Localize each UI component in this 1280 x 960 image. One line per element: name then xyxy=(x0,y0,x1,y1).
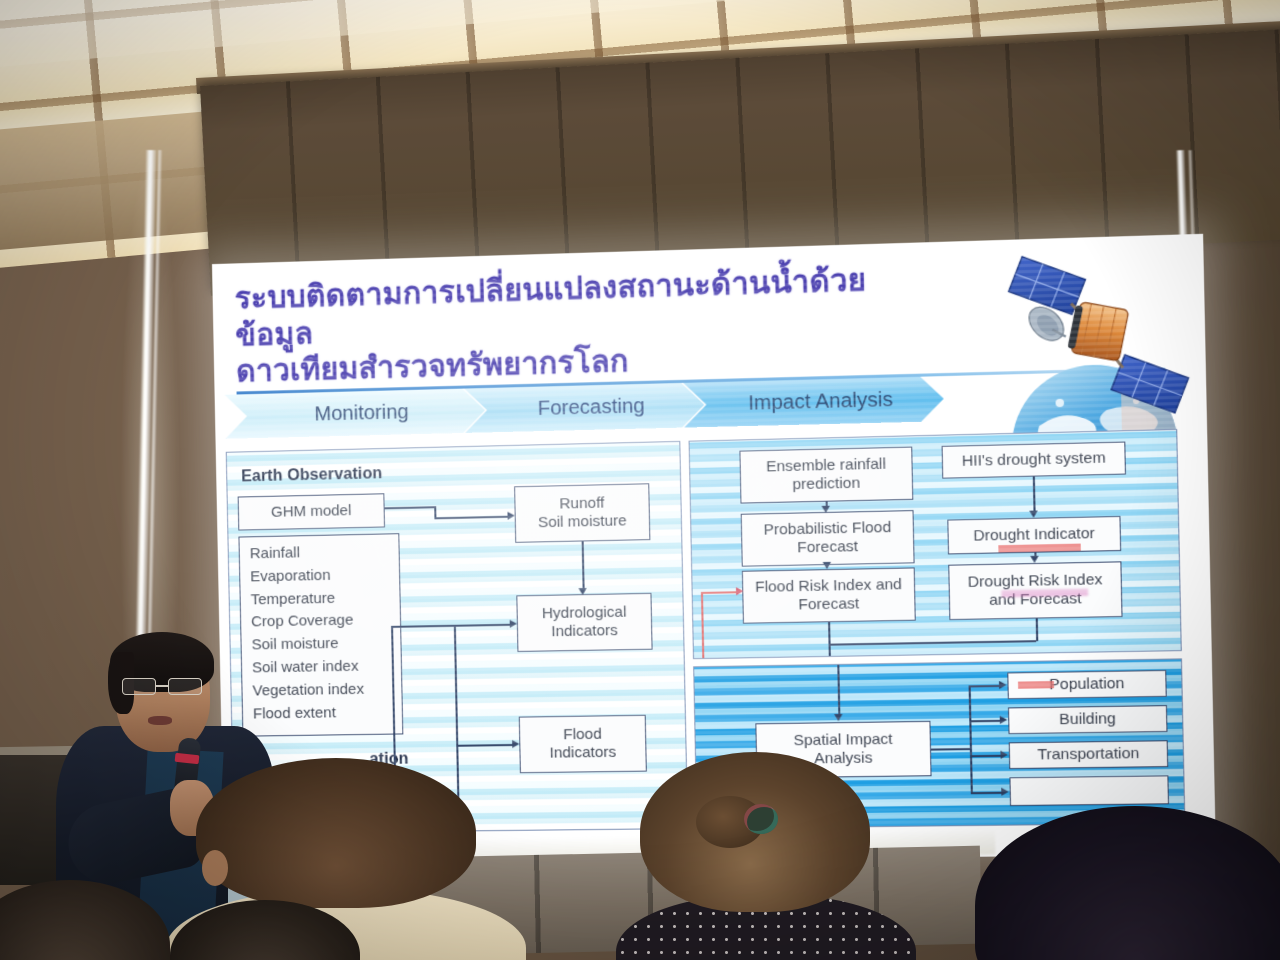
presenter-glasses xyxy=(120,678,206,695)
prob-flood-line-2: Forecast xyxy=(797,537,859,557)
hydrological-indicators-node[interactable]: Hydrological Indicators xyxy=(516,592,653,652)
stage-monitoring[interactable]: Monitoring xyxy=(225,388,486,439)
connector-to-transportation xyxy=(969,754,1002,757)
connector-fanout-bus xyxy=(968,685,973,793)
arrow-to-prob-flood xyxy=(820,505,830,514)
connector-hii-drop xyxy=(1032,476,1036,512)
audience-member-front-center xyxy=(616,752,916,960)
satellite-over-globe-icon xyxy=(993,244,1199,447)
connector-ghm-to-runoff xyxy=(434,515,508,519)
audience-5-hair xyxy=(170,900,360,960)
flood-line-2: Indicators xyxy=(549,743,617,762)
presenter-mouth xyxy=(148,716,172,725)
prob-flood-line-1: Probabilistic Flood xyxy=(763,518,892,539)
feedback-line-in xyxy=(700,591,739,594)
arrow-to-building xyxy=(999,715,1008,724)
spatial-line-1: Spatial Impact xyxy=(793,730,893,750)
flood-risk-index-node[interactable]: Flood Risk Index and Forecast xyxy=(741,567,916,624)
presentation-slide: ระบบติดตามการเปลี่ยนแปลงสถานะด้านน้ำด้วย… xyxy=(212,234,1216,864)
impact-target-occluded[interactable] xyxy=(1009,775,1170,807)
connector-to-population xyxy=(968,684,1001,688)
connector-risk-merge xyxy=(828,640,1037,646)
connector-runoff-to-hydro xyxy=(581,541,585,591)
glasses-lens-right xyxy=(168,678,202,695)
arrow-to-runoff xyxy=(507,511,515,520)
obs-item-temperature: Temperature xyxy=(250,589,336,608)
flood-risk-line-2: Forecast xyxy=(798,595,860,614)
audience-3-hair xyxy=(975,806,1280,960)
arrow-to-drought-risk xyxy=(1029,555,1039,564)
connector-from-forecast xyxy=(837,664,840,717)
feedback-line-riser xyxy=(700,591,704,660)
arrow-to-flood-indicators xyxy=(512,739,520,748)
runoff-soil-moisture-node[interactable]: Runoff Soil moisture xyxy=(514,483,651,543)
connector-ghm-right xyxy=(384,506,436,509)
arrow-to-fourth-target xyxy=(1001,787,1009,796)
glasses-bridge xyxy=(156,685,168,687)
audience-member-front-right xyxy=(975,806,1280,960)
hii-drought-system-node[interactable]: HII's drought system xyxy=(941,441,1126,479)
presenter-hair-side xyxy=(108,652,134,714)
population-highlight xyxy=(1017,681,1055,689)
arrow-to-spatial-impact xyxy=(833,713,843,722)
impact-target-building[interactable]: Building xyxy=(1007,705,1168,735)
arrow-feedback-to-flood-risk xyxy=(735,586,744,595)
arrow-to-hydrological xyxy=(577,588,587,596)
obs-item-evaporation: Evaporation xyxy=(250,566,331,586)
hydrological-line-2: Indicators xyxy=(551,621,618,641)
stage-impact-analysis[interactable]: Impact Analysis xyxy=(683,376,944,427)
arrow-to-drought-indicator xyxy=(1028,510,1038,518)
ghm-model-node[interactable]: GHM model xyxy=(237,493,386,531)
stage-forecasting[interactable]: Forecasting xyxy=(464,382,705,433)
audience-1-ear xyxy=(202,850,228,886)
arrow-to-transportation xyxy=(1000,750,1008,759)
hydrological-line-1: Hydrological xyxy=(541,603,627,622)
forecasting-panel: Ensemble rainfall prediction HII's droug… xyxy=(688,428,1182,660)
audience-4-hair xyxy=(0,880,170,960)
flood-line-1: Flood xyxy=(563,725,602,744)
connector-to-fourth-target xyxy=(970,791,1003,794)
audience-member-bottom-left-2 xyxy=(170,900,360,960)
arrow-to-population xyxy=(998,680,1007,689)
connector-list-to-hydro xyxy=(391,623,510,628)
flood-risk-line-1: Flood Risk Index and xyxy=(754,575,903,596)
ceiling-soffit-left xyxy=(0,109,235,251)
audience-1-hair xyxy=(196,758,476,908)
audience-2-scrunchie xyxy=(744,804,778,834)
connector-flood-risk-down xyxy=(828,622,831,658)
ensemble-line-2: prediction xyxy=(792,474,861,494)
runoff-line-2: Soil moisture xyxy=(537,512,627,532)
arrow-to-hydrological-2 xyxy=(509,619,517,628)
glasses-lens-left xyxy=(122,678,156,695)
projection-screen[interactable]: ระบบติดตามการเปลี่ยนแปลงสถานะด้านน้ำด้วย… xyxy=(211,233,1216,865)
obs-item-rainfall: Rainfall xyxy=(249,544,301,563)
audience-member-bottom-left xyxy=(0,880,170,960)
earth-observation-title: Earth Observation xyxy=(241,465,383,486)
ensemble-rainfall-prediction-node[interactable]: Ensemble rainfall prediction xyxy=(739,446,914,504)
ensemble-line-1: Ensemble rainfall xyxy=(765,455,887,476)
runoff-line-1: Runoff xyxy=(559,494,605,513)
probabilistic-flood-forecast-node[interactable]: Probabilistic Flood Forecast xyxy=(740,510,915,567)
connector-list-drop xyxy=(453,624,458,746)
connector-to-building xyxy=(969,719,1001,722)
forecasting-panel-content: Ensemble rainfall prediction HII's droug… xyxy=(690,430,1181,660)
flood-indicators-node[interactable]: Flood Indicators xyxy=(518,714,647,774)
connector-to-flood xyxy=(456,744,513,747)
arrow-to-flood-risk xyxy=(822,561,831,570)
impact-target-transportation[interactable]: Transportation xyxy=(1008,740,1169,770)
connector-drought-risk-down xyxy=(1035,618,1038,642)
connector-spatial-out xyxy=(930,748,971,751)
